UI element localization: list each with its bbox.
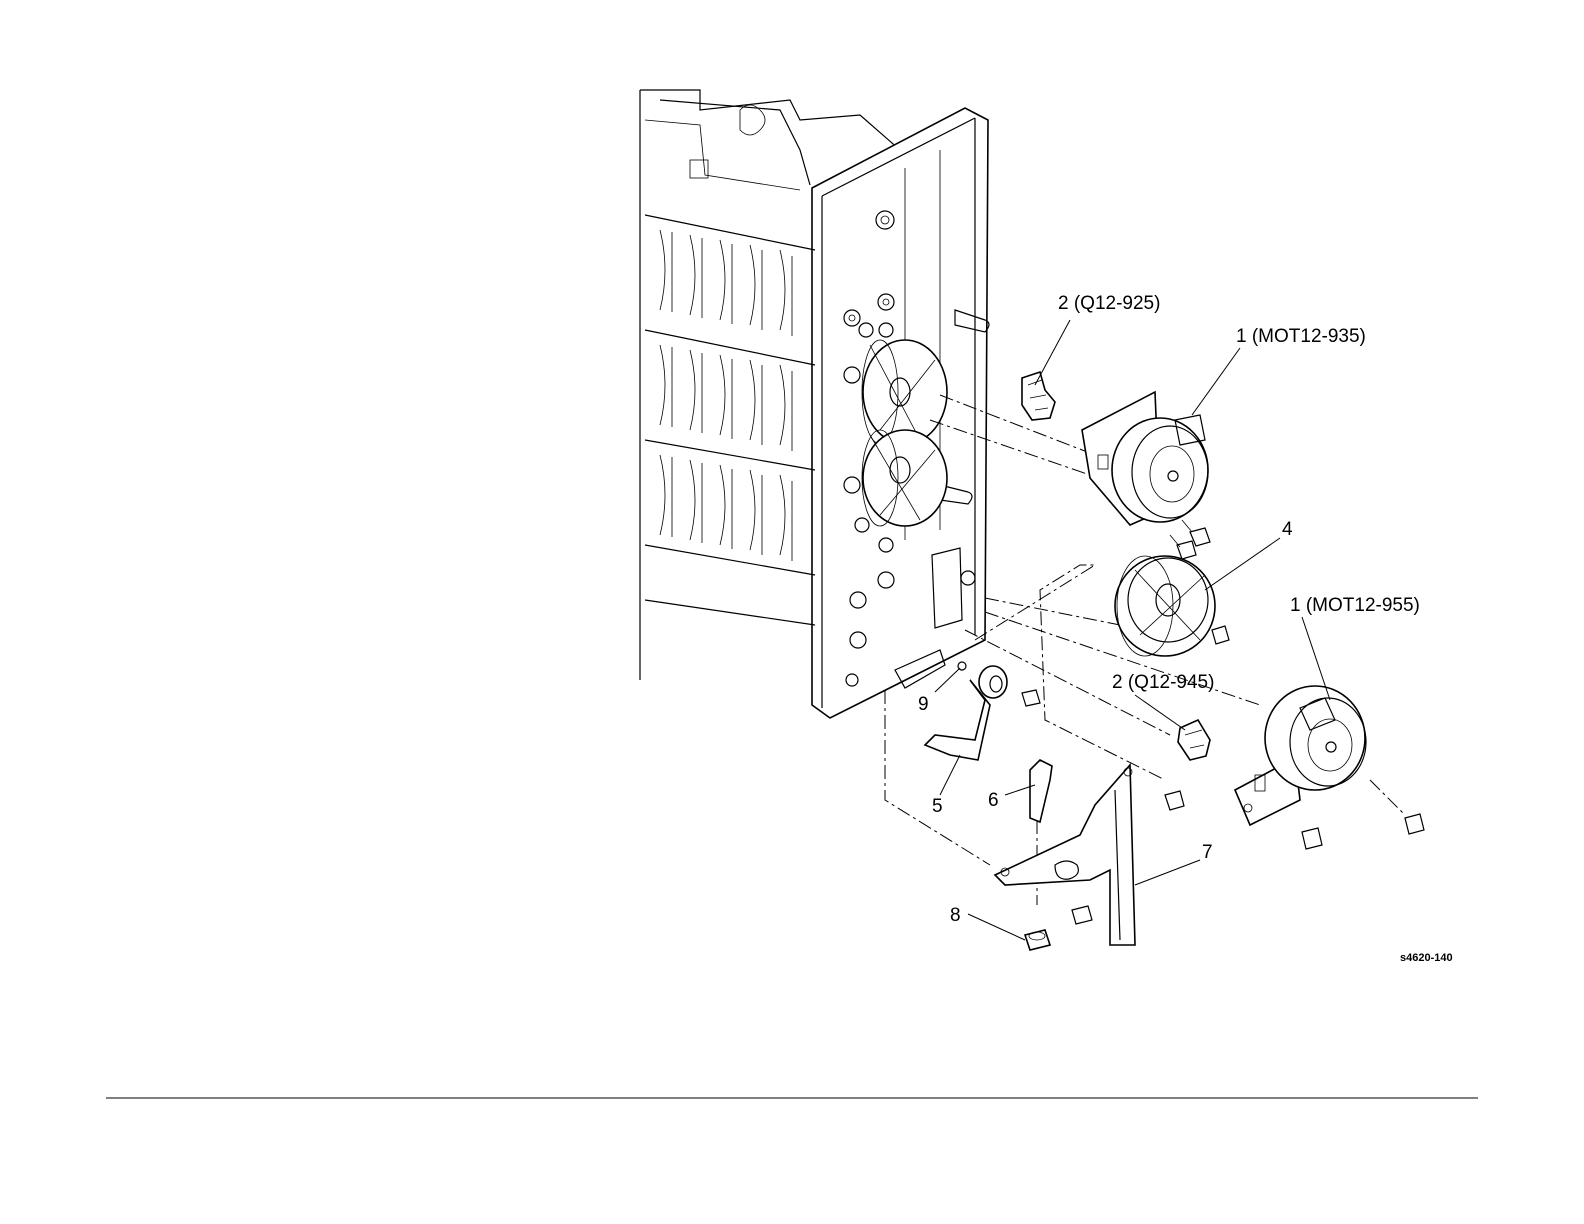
part-6-pin bbox=[1030, 760, 1052, 822]
gear-4 bbox=[1115, 556, 1229, 656]
part-7-bracket bbox=[995, 765, 1184, 945]
callout-motor-mot12-955: 1 (MOT12-955) bbox=[1290, 595, 1420, 616]
callout-sensor-q12-925: 2 (Q12-925) bbox=[1058, 293, 1160, 314]
screws-motor-955 bbox=[1302, 814, 1424, 849]
callout-part-9: 9 bbox=[918, 694, 929, 715]
callout-motor-mot12-935: 1 (MOT12-935) bbox=[1236, 326, 1366, 347]
part-8-cap bbox=[1025, 930, 1050, 950]
motor-mot12-955 bbox=[1235, 686, 1366, 825]
plate-gear-upper bbox=[862, 340, 947, 444]
motor-mot12-935 bbox=[1082, 392, 1208, 525]
plate-gear-lower bbox=[862, 430, 947, 526]
screws-motor-935 bbox=[1170, 520, 1210, 559]
callout-gear-4: 4 bbox=[1282, 519, 1293, 540]
callout-part-6: 6 bbox=[988, 790, 999, 811]
callout-part-8: 8 bbox=[950, 905, 961, 926]
callout-part-5: 5 bbox=[932, 796, 943, 817]
frame-assembly bbox=[640, 90, 989, 718]
cell-rows bbox=[645, 215, 815, 625]
sensor-q12-945 bbox=[1178, 720, 1210, 760]
part-5-arm bbox=[925, 666, 1040, 760]
figure-id: s4620-140 bbox=[1400, 952, 1453, 964]
callout-sensor-q12-945: 2 (Q12-945) bbox=[1112, 672, 1214, 693]
callout-part-7: 7 bbox=[1202, 842, 1213, 863]
